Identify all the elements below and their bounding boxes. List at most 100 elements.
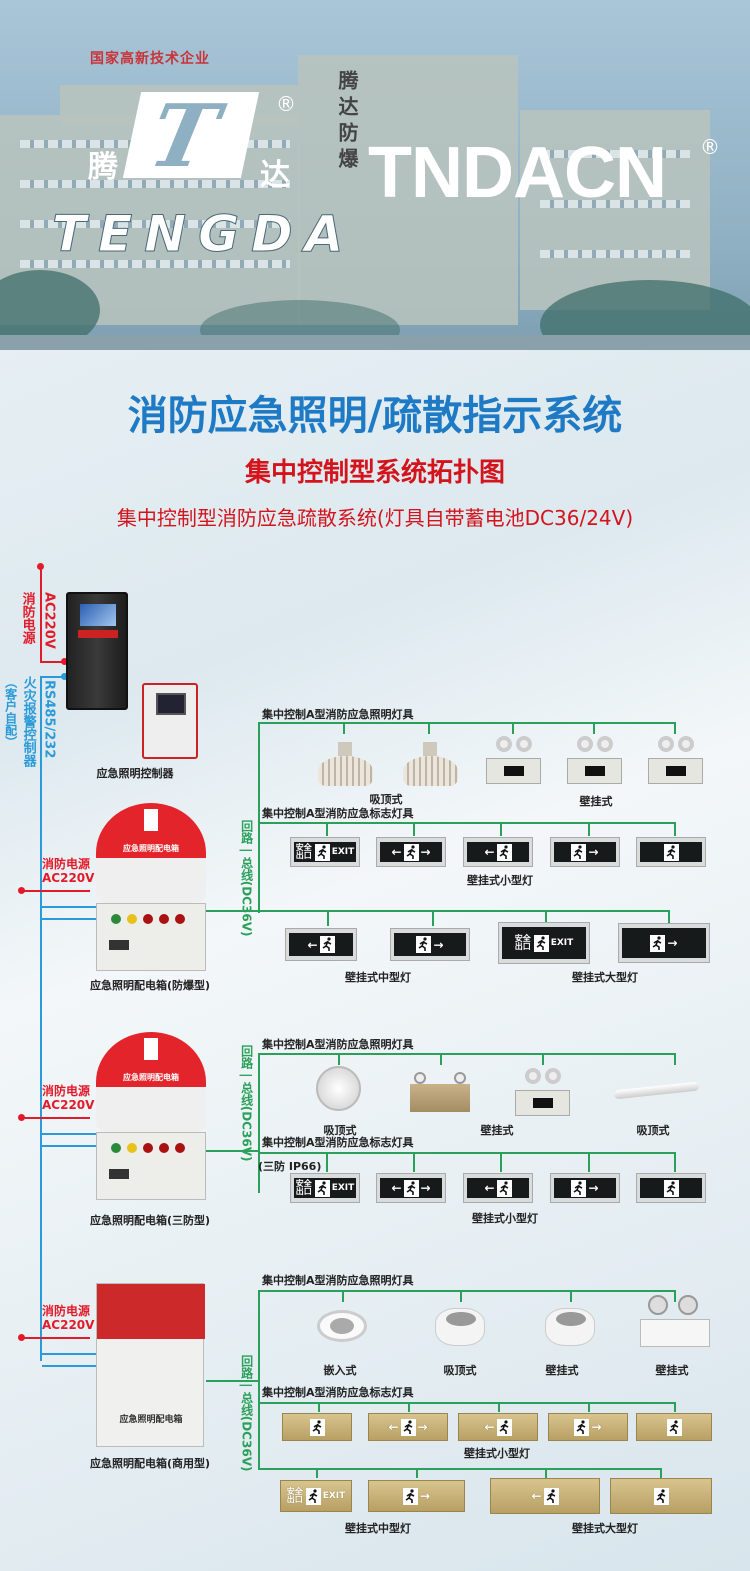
right-arrow-icon: → — [588, 845, 599, 859]
running-man-icon — [574, 1418, 590, 1436]
exit-sign-man — [636, 1413, 712, 1441]
power-voltage-text: AC220V — [42, 870, 95, 885]
distribution-box: 应急照明配电箱 — [96, 1283, 206, 1453]
box-label: 应急照明配电箱(防爆型) — [89, 979, 211, 992]
protection-note: (三防 IP66) — [258, 1160, 322, 1173]
twin-lamp — [567, 736, 622, 786]
connector-line — [20, 890, 90, 892]
running-man-icon — [416, 936, 432, 953]
safe-exit-text: 安全出口 — [295, 1179, 312, 1196]
power-label-text: 消防电源 — [42, 1304, 91, 1318]
customer-supplied: （客户自配） — [3, 676, 18, 748]
connector-line — [500, 822, 502, 836]
connector-line — [42, 1365, 96, 1367]
connector-line — [440, 1053, 442, 1065]
wallpanel-lamp — [640, 1295, 710, 1350]
highbay-lamp — [318, 742, 373, 792]
running-man-icon — [402, 1487, 418, 1505]
connector-line — [342, 1290, 344, 1302]
group-header: 集中控制A型消防应急照明灯具 — [262, 1038, 414, 1051]
connector-dot — [61, 658, 68, 665]
right-arrow-icon: → — [420, 845, 431, 859]
running-man-icon — [403, 843, 419, 861]
group-header: 集中控制A型消防应急照明灯具 — [262, 1274, 414, 1287]
running-man-icon — [543, 1487, 559, 1505]
connector-line — [258, 822, 676, 824]
connector-line — [428, 722, 430, 734]
connector-dot — [61, 673, 68, 680]
exit-sign-right: → — [368, 1480, 465, 1512]
exit-sign-right: → — [390, 928, 470, 961]
running-man-icon — [663, 1179, 679, 1197]
connector-line — [326, 1152, 328, 1172]
connector-line — [500, 1152, 502, 1172]
connector-line — [570, 1290, 572, 1302]
running-man-icon — [650, 934, 666, 952]
running-man-icon — [309, 1418, 325, 1436]
exit-sign-both: ←→ — [376, 837, 446, 867]
down-lamp — [317, 1305, 367, 1345]
logo-en: TENGDA — [51, 205, 356, 264]
running-man-icon — [496, 843, 512, 861]
connector-line — [258, 1152, 676, 1154]
exit-sign-right: → — [618, 923, 710, 963]
running-man-icon — [400, 1418, 416, 1436]
connector-line — [258, 723, 260, 913]
running-man-icon — [305, 1487, 321, 1505]
connector-dot — [37, 563, 44, 570]
connector-line — [327, 910, 329, 926]
connector-line — [258, 1053, 260, 1193]
exit-text: EXIT — [331, 847, 355, 857]
exit-sign-right: → — [550, 837, 620, 867]
running-man-icon — [496, 1179, 512, 1197]
connector-dot — [18, 1334, 25, 1341]
controller-cabinet — [66, 592, 128, 710]
connector-line — [42, 918, 96, 920]
connector-line — [206, 1150, 260, 1152]
exit-sign-right: → — [548, 1413, 628, 1441]
connector-line — [258, 1053, 676, 1055]
building-sign: 国家高新技术企业 — [90, 51, 210, 67]
right-arrow-icon: → — [419, 1489, 431, 1503]
right-arrow-icon: → — [420, 1181, 431, 1195]
running-man-icon — [496, 1418, 512, 1436]
comm-protocol: RS485/232 — [41, 680, 57, 759]
running-man-icon — [319, 936, 335, 953]
left-arrow-icon: ← — [484, 1181, 495, 1195]
connector-line — [674, 722, 676, 734]
connector-line — [668, 910, 670, 926]
building — [520, 110, 710, 310]
connector-line — [674, 1402, 676, 1412]
connector-line — [588, 1152, 590, 1172]
connector-line — [674, 822, 676, 836]
left-arrow-icon: ← — [391, 1181, 402, 1195]
registered-mark: ® — [700, 135, 720, 159]
exit-sign-man — [636, 1173, 706, 1203]
product-label: 吸顶式 — [369, 793, 403, 806]
bus-label: 回路 | 总线(DC36V) — [239, 1045, 254, 1162]
running-man-icon — [663, 843, 679, 861]
product-label: 壁挂式 — [545, 1364, 579, 1377]
safe-exit-text: 安全出口 — [286, 1487, 303, 1504]
connector-line — [326, 822, 328, 836]
power-voltage: AC220V — [41, 592, 57, 649]
right-arrow-icon: → — [667, 936, 678, 950]
connector-line — [413, 1152, 415, 1172]
product-label: 壁挂式 — [655, 1364, 689, 1377]
group-header: 集中控制A型消防应急标志灯具 — [262, 807, 414, 820]
left-arrow-icon: ← — [307, 937, 318, 952]
right-arrow-icon: → — [588, 1181, 599, 1195]
page-title: 消防应急照明/疏散指示系统 — [127, 393, 623, 439]
connector-line — [258, 1402, 676, 1404]
bus-label: 回路 | 总线(DC36V) — [239, 1355, 254, 1472]
hero-banner: 国家高新技术企业 腾达防爆 T 腾 达 ® TENGDA TNDACN ® — [0, 0, 750, 350]
highbay-lamp — [403, 742, 458, 792]
panel-lamp — [410, 1072, 470, 1112]
box-panel-text: 应急照明配电箱 — [123, 1073, 179, 1082]
product-label: 吸顶式 — [636, 1124, 670, 1137]
connector-line — [258, 910, 670, 912]
right-arrow-icon: → — [591, 1420, 602, 1434]
exit-sign-man — [636, 837, 706, 867]
